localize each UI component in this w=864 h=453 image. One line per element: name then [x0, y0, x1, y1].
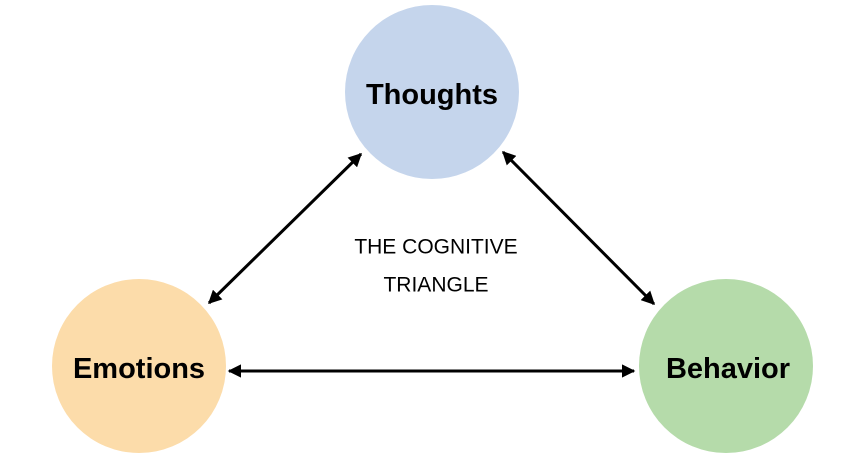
node-emotions-label: Emotions — [73, 353, 205, 385]
node-thoughts-label: Thoughts — [366, 79, 498, 111]
arrow-thoughts-emotions — [207, 152, 363, 305]
node-behavior-circle — [639, 279, 813, 453]
node-emotions: Emotions — [52, 279, 226, 453]
node-emotions-circle — [52, 279, 226, 453]
center-title: THE COGNITIVE TRIANGLE — [354, 236, 517, 297]
center-title-line2: TRIANGLE — [383, 274, 488, 297]
node-thoughts-circle — [345, 5, 519, 179]
arrow-thoughts-behavior — [501, 150, 656, 306]
center-title-line1: THE COGNITIVE — [354, 236, 517, 259]
node-behavior-label: Behavior — [666, 353, 790, 385]
node-behavior: Behavior — [639, 279, 813, 453]
node-thoughts: Thoughts — [345, 5, 519, 179]
